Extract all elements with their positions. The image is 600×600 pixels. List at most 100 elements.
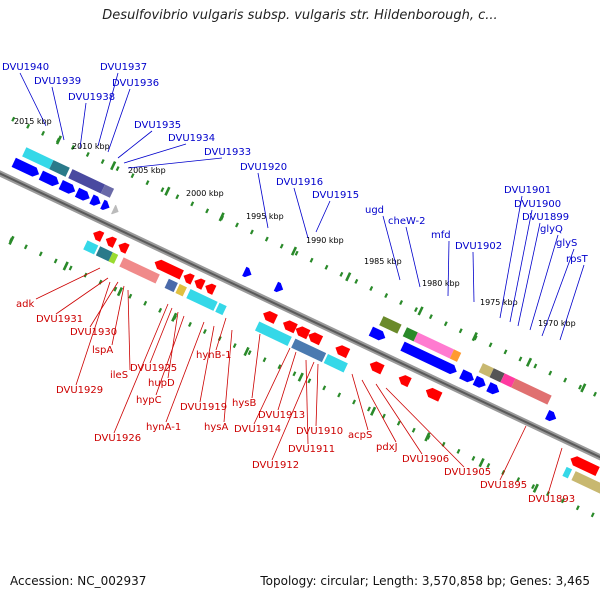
- leader-line: [517, 222, 541, 327]
- kbp-label-2005-kbp: 2005 kbp: [128, 166, 166, 175]
- leader-line: [382, 215, 401, 281]
- reverse-gene-arrow: [194, 278, 206, 290]
- tick-mark: [38, 251, 43, 257]
- kbp-tick: [424, 432, 431, 442]
- leader-line: [529, 234, 559, 331]
- tick-mark: [428, 314, 433, 320]
- forward-gene-arrow: [472, 375, 486, 388]
- tick-mark: [202, 328, 207, 334]
- reverse-gene-arrow: [425, 387, 443, 402]
- leader-line: [107, 88, 131, 153]
- forward-gene-block: [100, 184, 115, 198]
- leader-line: [315, 200, 331, 233]
- gene-label-hysb: hysB: [232, 398, 256, 409]
- forward-gene-arrow: [89, 194, 101, 206]
- tick-mark: [249, 229, 254, 235]
- gene-label-adk: adk: [16, 299, 34, 310]
- tick-mark: [26, 123, 31, 129]
- gene-label-dvu1906: DVU1906: [402, 454, 449, 465]
- tick-mark: [143, 300, 148, 306]
- forward-gene-arrow: [111, 204, 119, 215]
- leader-line: [35, 267, 101, 300]
- leader-line: [117, 130, 153, 159]
- gene-label-dvu1929: DVU1929: [56, 385, 103, 396]
- reverse-gene-block: [83, 240, 99, 255]
- forward-gene-block: [511, 378, 552, 405]
- gene-label-dvu1939: DVU1939: [34, 76, 81, 87]
- gene-label-dvu1902: DVU1902: [455, 241, 502, 252]
- kbp-label-1995-kbp: 1995 kbp: [246, 212, 284, 221]
- tick-mark: [337, 392, 342, 398]
- reverse-gene-block: [291, 338, 327, 363]
- tick-mark: [575, 505, 580, 511]
- reverse-gene-block: [108, 252, 119, 264]
- leader-line: [385, 387, 465, 468]
- forward-gene-arrow: [459, 369, 474, 383]
- leader-line: [405, 226, 421, 288]
- tick-mark: [560, 498, 565, 504]
- reverse-gene-arrow: [308, 332, 324, 346]
- forward-gene-block: [478, 363, 494, 378]
- reverse-gene-block: [254, 321, 292, 346]
- tick-mark: [399, 300, 404, 306]
- tick-mark: [369, 285, 374, 291]
- tick-mark: [488, 342, 493, 348]
- tick-mark: [145, 180, 150, 186]
- kbp-tick: [171, 312, 178, 322]
- leader-line: [51, 86, 65, 141]
- tick-mark: [563, 377, 568, 383]
- tick-mark: [471, 455, 476, 461]
- reverse-gene-arrow: [369, 361, 385, 375]
- leader-line: [499, 195, 523, 319]
- reverse-gene-block: [215, 302, 227, 316]
- leader-line: [165, 321, 205, 423]
- backbone-core: [0, 163, 600, 490]
- leader-line: [97, 72, 119, 147]
- forward-gene-arrow: [368, 326, 386, 341]
- tick-mark: [70, 144, 75, 150]
- kbp-tick: [290, 246, 298, 256]
- gene-label-dvu1936: DVU1936: [112, 78, 159, 89]
- gene-label-dvu1895: DVU1895: [480, 480, 527, 491]
- tick-mark: [247, 350, 252, 356]
- kbp-tick: [116, 287, 124, 297]
- tick-mark: [23, 244, 28, 250]
- leader-line: [559, 264, 585, 341]
- tick-mark: [130, 173, 135, 179]
- forward-gene-block: [500, 373, 516, 388]
- gene-label-rpst: rpsT: [566, 254, 589, 265]
- forward-gene-block: [413, 332, 455, 359]
- tick-mark: [175, 194, 180, 200]
- gene-label-dvu1905: DVU1905: [444, 467, 491, 478]
- leader-line: [293, 187, 309, 239]
- kbp-label-1980-kbp: 1980 kbp: [422, 279, 460, 288]
- gene-label-hyna-1: hynA-1: [146, 422, 181, 433]
- forward-gene-arrow: [58, 180, 76, 194]
- leader-line: [305, 359, 309, 445]
- kbp-label-1985-kbp: 1985 kbp: [364, 257, 402, 266]
- tick-mark: [503, 349, 508, 355]
- leader-line: [499, 425, 527, 481]
- leader-line: [375, 383, 423, 455]
- tick-mark: [352, 399, 357, 405]
- reverse-gene-arrow: [154, 259, 184, 280]
- kbp-label-1975-kbp: 1975 kbp: [480, 298, 518, 307]
- leader-line: [257, 172, 269, 229]
- tick-mark: [354, 278, 359, 284]
- kbp-tick: [164, 186, 171, 196]
- tick-mark: [578, 384, 583, 390]
- leader-line: [547, 447, 563, 495]
- gene-label-ugd: ugd: [365, 205, 384, 216]
- kbp-tick: [110, 161, 117, 171]
- tick-mark: [548, 370, 553, 376]
- kbp-tick: [55, 135, 63, 145]
- reverse-gene-arrow: [205, 283, 217, 295]
- leader-line: [351, 373, 369, 431]
- topology-label: Topology: circular; Length: 3,570,858 bp…: [260, 574, 590, 588]
- reverse-gene-arrow: [282, 320, 298, 334]
- reverse-gene-block: [175, 283, 187, 297]
- forward-gene-arrow: [38, 170, 59, 187]
- forward-gene-arrow: [400, 341, 457, 375]
- reverse-gene-arrow: [570, 456, 600, 477]
